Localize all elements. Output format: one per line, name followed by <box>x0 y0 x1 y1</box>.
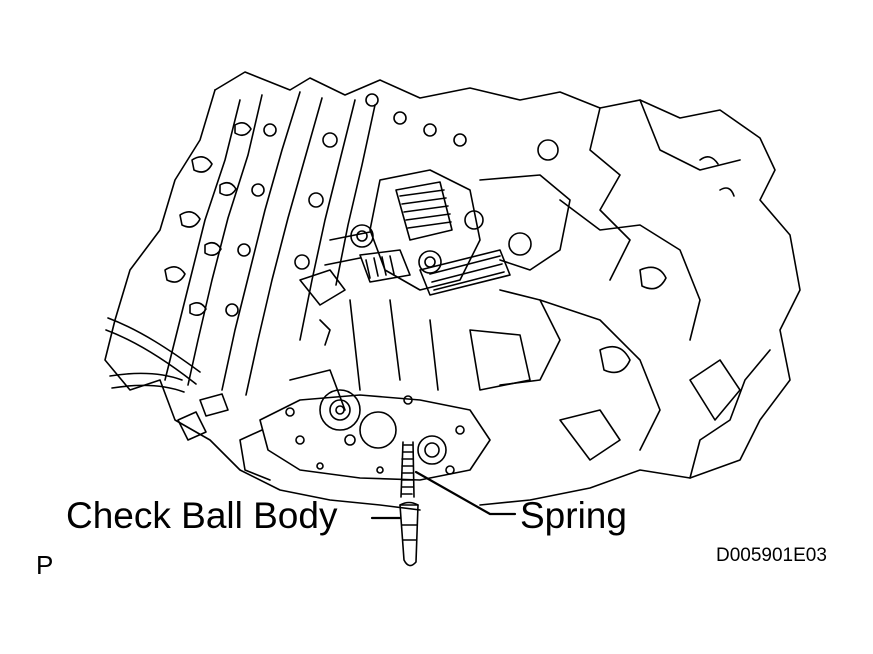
wire-harness <box>106 318 228 440</box>
check-ball-body-label: Check Ball Body <box>66 495 338 536</box>
spring-label: Spring <box>520 495 627 536</box>
lower-valve-body-plate <box>240 300 490 480</box>
case-ribs-right <box>470 157 740 460</box>
spring-leader <box>416 472 515 514</box>
transmission-case-outline <box>105 72 800 510</box>
upper-valve-assembly <box>300 140 570 305</box>
check-ball-body-part <box>400 503 418 566</box>
figure-code-label: D005901E03 <box>716 545 827 566</box>
leader-lines <box>372 472 515 518</box>
valve-body-channels <box>165 92 466 395</box>
spring-part <box>401 442 414 497</box>
view-marker-label: P <box>36 550 54 580</box>
